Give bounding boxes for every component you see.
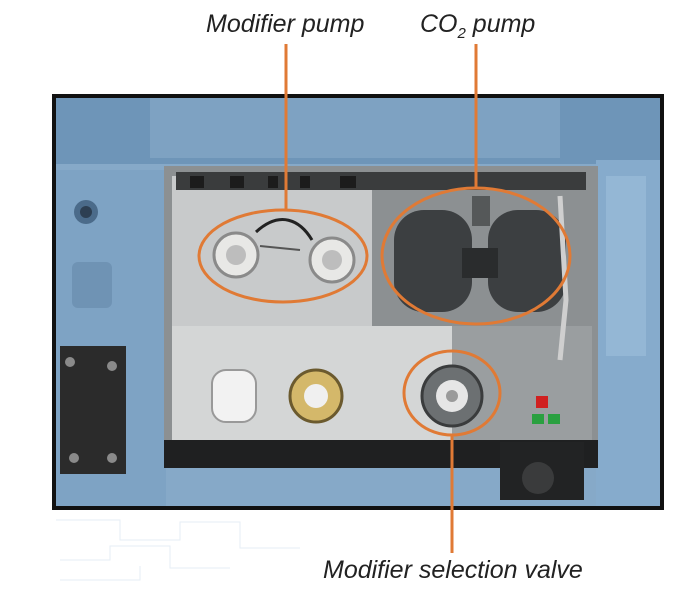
co2-pump-label-prefix: CO: [420, 10, 458, 38]
modifier-pump-heads: [212, 218, 356, 284]
white-cylinder: [211, 369, 257, 423]
co2-pump-label-suffix: pump: [465, 10, 536, 38]
modifier-selection-valve-label: Modifier selection valve: [323, 556, 583, 584]
co2-pump-heads: [394, 196, 566, 312]
co2-pump-label-subscript: 2: [457, 25, 466, 42]
modifier-pump-highlight: [197, 208, 369, 304]
modifier-pump-label: Modifier pump: [206, 10, 365, 38]
co2-pump-label: CO2 pump: [420, 10, 535, 42]
faint-background-pattern: [56, 519, 300, 581]
